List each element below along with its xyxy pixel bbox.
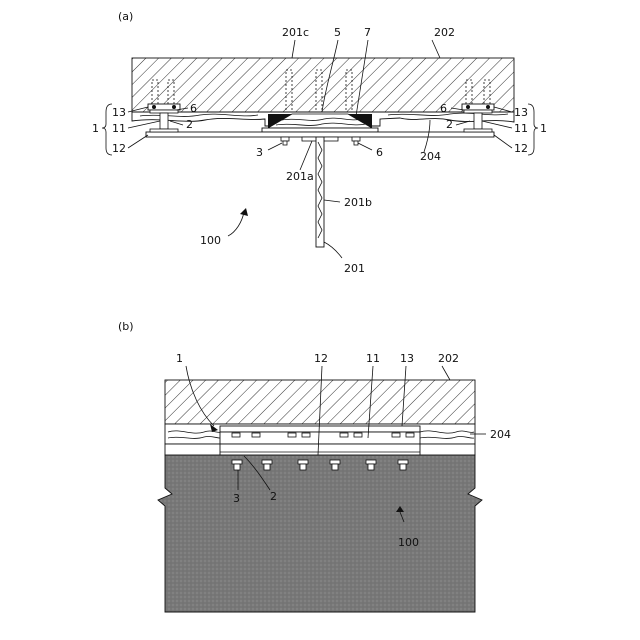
label-13-b: 13 (400, 352, 414, 365)
label-3-b: 3 (233, 492, 240, 505)
label-13-right: 13 (514, 106, 528, 119)
label-12-right: 12 (514, 142, 528, 155)
plate-13-b (220, 426, 420, 432)
label-1-left: 1 (92, 122, 99, 135)
label-2-left: 2 (186, 118, 193, 131)
plate-12 (146, 132, 494, 137)
label-11-right: 11 (514, 122, 528, 135)
label-201b: 201b (344, 196, 372, 209)
label-11-b: 11 (366, 352, 380, 365)
label-201a: 201a (286, 170, 314, 183)
label-202-b: 202 (438, 352, 459, 365)
label-100-a: 100 (200, 234, 221, 247)
label-11-left: 11 (112, 122, 126, 135)
plate-12-b (220, 444, 420, 455)
brace-right (528, 104, 538, 155)
label-6-bottom: 6 (376, 146, 383, 159)
figure-a: (a) (92, 10, 547, 275)
label-2-b: 2 (270, 490, 277, 503)
label-12-left: 12 (112, 142, 126, 155)
label-12-b: 12 (314, 352, 328, 365)
label-3: 3 (256, 146, 263, 159)
label-202: 202 (434, 26, 455, 39)
brace-left (102, 104, 112, 155)
label-5: 5 (334, 26, 341, 39)
label-6-right: 6 (440, 102, 447, 115)
label-201c: 201c (282, 26, 309, 39)
label-2-right: 2 (446, 118, 453, 131)
top-flange-201c (262, 128, 378, 132)
label-1-b: 1 (176, 352, 183, 365)
girder-100 (158, 455, 482, 612)
figure-b: (b) (118, 320, 511, 612)
label-204: 204 (420, 150, 441, 163)
label-13-left: 13 (112, 106, 126, 119)
label-100-b: 100 (398, 536, 419, 549)
label-204-b: 204 (490, 428, 511, 441)
label-7: 7 (364, 26, 371, 39)
arrowhead-100a (240, 208, 248, 216)
label-6-left: 6 (190, 102, 197, 115)
label-1-right: 1 (540, 122, 547, 135)
panel-b-label: (b) (118, 320, 134, 333)
label-201: 201 (344, 262, 365, 275)
panel-a-label: (a) (118, 10, 133, 23)
bracket-11-b (220, 432, 420, 444)
